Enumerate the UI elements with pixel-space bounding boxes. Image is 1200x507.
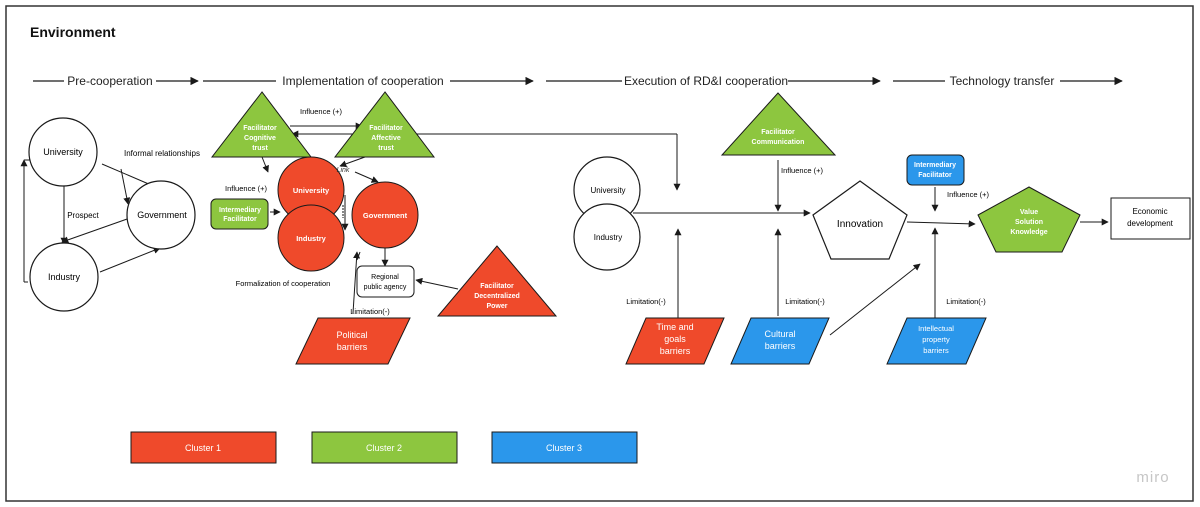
decentralized-line2: Decentralized <box>474 293 520 300</box>
impl-government-node[interactable] <box>351 181 419 249</box>
exec-limitation-cultural-label: Limitation(-) <box>785 297 825 306</box>
exec-connectors <box>633 160 921 336</box>
board-title: Environment <box>30 24 116 40</box>
regional-agency-line2: public agency <box>364 284 407 291</box>
decentralized-power-triangle[interactable] <box>436 245 558 317</box>
impl-intermediary-box[interactable] <box>210 198 269 230</box>
impl-influence-top-label: Influence (+) <box>300 107 342 116</box>
pre-connectors <box>20 159 161 283</box>
miro-watermark: miro <box>1136 469 1169 486</box>
impl-limitation-label: Limitation(-) <box>350 307 390 316</box>
pre-government-label: Government <box>137 210 187 220</box>
impl-intermediary-line2: Facilitator <box>223 216 257 223</box>
tech-intermediary-line1: Intermediary <box>914 162 956 169</box>
impl-industry-label: Industry <box>296 234 326 243</box>
cognitive-trust-line3: trust <box>252 145 268 152</box>
communication-line1: Facilitator <box>761 129 795 136</box>
impl-government-label: Government <box>363 211 408 220</box>
value-knowledge-pentagon[interactable] <box>977 186 1081 253</box>
impl-link-label: Link <box>337 167 350 174</box>
impl-intermediary-line1: Intermediary <box>219 207 261 214</box>
exec-industry-label: Industry <box>594 233 622 242</box>
impl-influence-left-label: Influence (+) <box>225 184 267 193</box>
tech-connectors <box>906 187 1109 318</box>
economic-development-box[interactable] <box>1110 197 1191 240</box>
pre-industry-node[interactable] <box>29 242 99 312</box>
communication-triangle[interactable] <box>720 92 837 156</box>
exec-university-label: University <box>590 186 625 195</box>
pre-university-label: University <box>43 147 83 157</box>
communication-line2: Communication <box>752 139 805 146</box>
cultural-line1: Cultural <box>764 329 795 339</box>
pre-informal-label: Informal relationships <box>124 149 200 158</box>
value-line3: Knowledge <box>1010 229 1047 236</box>
exec-industry-node[interactable] <box>573 203 641 271</box>
tech-limitation-label: Limitation(-) <box>946 297 986 306</box>
cultural-barriers-shape[interactable] <box>730 317 830 365</box>
political-barriers-shape[interactable] <box>295 317 411 365</box>
economic-line2: development <box>1127 219 1174 228</box>
phase-technology-transfer: Technology transfer <box>950 74 1055 88</box>
pre-prospect-label: Prospect <box>67 211 99 220</box>
ip-line1: Intellectual <box>918 324 954 333</box>
innovation-pentagon[interactable] <box>812 180 908 260</box>
cognitive-trust-triangle[interactable] <box>210 91 313 158</box>
exec-limitation-time-label: Limitation(-) <box>626 297 666 306</box>
pre-government-node[interactable] <box>126 180 196 250</box>
decentralized-line3: Power <box>486 303 507 310</box>
time-goals-barriers-shape[interactable] <box>625 317 725 365</box>
value-line2: Solution <box>1015 219 1043 226</box>
exec-influence-label: Influence (+) <box>781 166 823 175</box>
political-line1: Political <box>336 330 367 340</box>
innovation-label: Innovation <box>837 219 883 230</box>
time-goals-line3: barriers <box>660 346 691 356</box>
impl-industry-node[interactable] <box>277 204 345 272</box>
legend-cluster-2[interactable] <box>311 431 458 464</box>
pre-industry-label: Industry <box>48 272 81 282</box>
tech-intermediary-box[interactable] <box>906 154 965 186</box>
phase-execution: Execution of RD&I cooperation <box>624 74 788 88</box>
time-goals-line1: Time and <box>656 322 693 332</box>
legend-cluster-2-label: Cluster 2 <box>366 443 402 453</box>
political-line2: barriers <box>337 342 368 352</box>
legend-cluster-3[interactable] <box>491 431 638 464</box>
phase-implementation: Implementation of cooperation <box>282 74 443 88</box>
affective-trust-line2: Affective <box>371 135 401 142</box>
ip-line2: property <box>922 335 950 344</box>
value-line1: Value <box>1020 209 1038 216</box>
decentralized-line1: Facilitator <box>480 283 514 290</box>
cultural-line2: barriers <box>765 341 796 351</box>
legend-cluster-1-label: Cluster 1 <box>185 443 221 453</box>
affective-trust-line1: Facilitator <box>369 125 403 132</box>
regional-agency-line1: Regional <box>371 274 399 281</box>
impl-formalization-label: Formalization of cooperation <box>236 279 331 288</box>
affective-trust-triangle[interactable] <box>333 91 436 158</box>
ip-line3: barriers <box>923 346 949 355</box>
legend-cluster-3-label: Cluster 3 <box>546 443 582 453</box>
regional-agency-box[interactable] <box>356 265 415 298</box>
cognitive-trust-line2: Cognitive <box>244 135 276 142</box>
ip-barriers-shape[interactable] <box>886 317 987 365</box>
time-goals-line2: goals <box>664 334 686 344</box>
legend-cluster-1[interactable] <box>130 431 277 464</box>
tech-intermediary-line2: Facilitator <box>918 172 952 179</box>
affective-trust-line3: trust <box>378 145 394 152</box>
tech-influence-label: Influence (+) <box>947 190 989 199</box>
cognitive-trust-line1: Facilitator <box>243 125 277 132</box>
pre-university-node[interactable] <box>28 117 98 187</box>
economic-line1: Economic <box>1132 207 1167 216</box>
impl-university-label: University <box>293 186 330 195</box>
phase-pre-cooperation: Pre-cooperation <box>67 74 152 88</box>
